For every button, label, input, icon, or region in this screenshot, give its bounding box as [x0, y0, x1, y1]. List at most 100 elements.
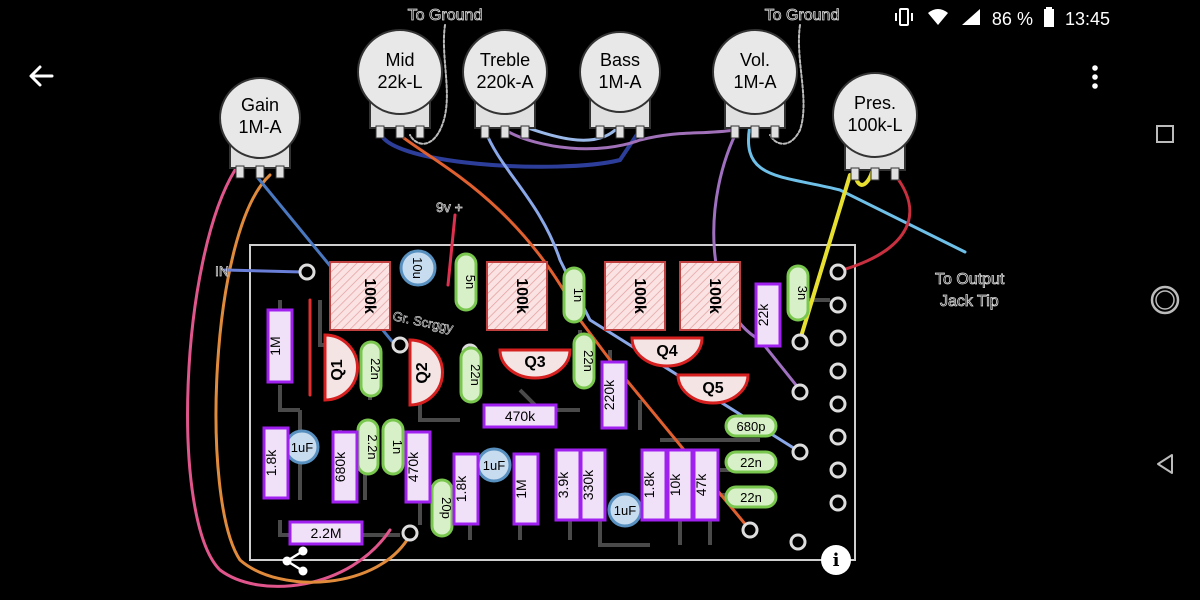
resistor-value: 22k	[755, 303, 771, 327]
pcb-pads	[298, 263, 847, 551]
trimmer-value: 100k	[631, 278, 648, 314]
cap-value: 20p	[439, 497, 454, 519]
ground-label-left: To Ground	[408, 7, 483, 24]
resistor-10k: 10k	[666, 448, 694, 522]
trimmer-value: 100k	[706, 278, 723, 314]
resistor-value: 1.8k	[641, 471, 657, 498]
pot-value-label: 1M-A	[733, 72, 776, 92]
transistor-q5: Q5	[676, 373, 750, 405]
film-cap-22n-q1: 22n	[359, 340, 383, 398]
resistor-value: 220k	[601, 379, 617, 410]
triangle-back-icon	[1157, 454, 1173, 474]
output-label-line2: Jack Tip	[940, 293, 999, 310]
film-cap-680p: 680p	[724, 414, 778, 438]
back-button[interactable]	[22, 58, 62, 94]
pot-name-label: Pres.	[854, 93, 896, 113]
ground-label-right: To Ground	[765, 7, 840, 24]
wifi-icon	[926, 7, 950, 32]
transistor-q2: Q2	[408, 338, 444, 407]
output-label-line1: To Output	[935, 271, 1005, 288]
resistor-value: 2.2M	[310, 525, 341, 541]
transistor-label: Q2	[414, 362, 431, 383]
resistor-470k-h: 470k	[482, 403, 558, 429]
battery-icon	[1043, 6, 1055, 32]
cap-10u-top: 10u	[399, 249, 437, 287]
transistor-label: Q5	[702, 380, 723, 397]
back-nav-button[interactable]	[1148, 447, 1182, 481]
cap-value: 22n	[740, 490, 762, 505]
pot-presence: Pres. 100k-L	[832, 72, 918, 181]
resistor-47k: 47k	[692, 448, 720, 522]
resistor-value: 680k	[332, 451, 348, 482]
film-cap-1n-top: 1n	[562, 266, 586, 324]
resistor-1-8k-c: 1.8k	[640, 448, 668, 522]
transistor-q3: Q3	[498, 348, 572, 380]
resistor-value: 470k	[405, 451, 421, 482]
film-cap-2-2n: 2.2n	[356, 418, 380, 476]
resistor-3-9k: 3.9k	[554, 448, 582, 522]
cap-1uf-b: 1uF	[476, 447, 512, 483]
pot-value-label: 220k-A	[476, 72, 533, 92]
info-button[interactable]: i	[821, 545, 851, 575]
pot-value-label: 22k-L	[377, 72, 422, 92]
resistor-value: 10k	[667, 473, 683, 497]
resistor-value: 3.9k	[555, 471, 571, 498]
share-icon	[282, 546, 308, 576]
transistor-q4: Q4	[630, 336, 704, 368]
ground-scraggy-label: Gr. Scrggy	[391, 308, 455, 336]
cap-value: 22n	[740, 455, 762, 470]
resistor-330k: 330k	[579, 448, 607, 522]
film-cap-20p: 20p	[430, 478, 454, 538]
resistor-1m: 1M	[266, 308, 294, 384]
resistor-470k-v: 470k	[404, 430, 432, 504]
pot-bass: Bass 1M-A	[579, 31, 661, 139]
pot-mid: Mid 22k-L	[357, 29, 443, 139]
pot-value-label: 1M-A	[598, 72, 641, 92]
pot-name-label: Treble	[480, 50, 530, 70]
cap-value: 1uF	[291, 440, 313, 455]
resistor-2-2m: 2.2M	[288, 520, 364, 546]
trimmer-value: 100k	[361, 278, 378, 314]
resistor-680k: 680k	[331, 430, 359, 504]
pot-volume: Vol. 1M-A	[712, 29, 798, 139]
arrow-left-icon	[29, 65, 54, 87]
transistor-label: Q1	[329, 359, 346, 380]
status-bar: 86 % 13:45	[892, 6, 1110, 32]
navigation-bar	[1130, 0, 1200, 600]
resistor-value: 470k	[505, 408, 536, 424]
share-button[interactable]	[278, 544, 312, 578]
recents-button[interactable]	[1148, 117, 1182, 151]
pot-name-label: Bass	[600, 50, 640, 70]
cap-value: 22n	[581, 350, 596, 372]
overflow-menu-button[interactable]	[1080, 60, 1110, 94]
pot-treble: Treble 220k-A	[462, 29, 548, 139]
pot-value-label: 1M-A	[238, 117, 281, 137]
supply-label: 9v +	[436, 199, 463, 215]
vibrate-icon	[892, 7, 916, 32]
film-cap-22n-r2: 22n	[724, 485, 778, 509]
film-cap-22n-q2: 22n	[459, 346, 483, 404]
pot-gain: Gain 1M-A	[219, 77, 301, 179]
transistor-q1: Q1	[323, 333, 359, 402]
cap-1uf-c: 1uF	[607, 492, 643, 528]
cap-value: 10u	[410, 257, 425, 279]
resistor-220k: 220k	[600, 360, 628, 430]
resistor-value: 1M	[513, 479, 529, 498]
trimmer-value: 100k	[513, 278, 530, 314]
battery-percent: 86 %	[991, 8, 1033, 29]
cap-value: 22n	[368, 358, 383, 380]
circle-icon	[1150, 285, 1180, 315]
pot-value-label: 100k-L	[847, 115, 902, 135]
cap-value: 22n	[468, 364, 483, 386]
film-cap-22n-r1: 22n	[724, 450, 778, 474]
input-label: IN	[215, 263, 229, 279]
cap-value: 3n	[795, 286, 810, 300]
cap-value: 2.2n	[365, 434, 380, 459]
home-button[interactable]	[1148, 283, 1182, 317]
film-cap-3n: 3n	[786, 264, 810, 322]
resistor-value: 1.8k	[263, 449, 279, 476]
resistor-1-8k-b: 1.8k	[452, 452, 480, 526]
film-cap-5n: 5n	[454, 252, 478, 312]
cap-value: 5n	[463, 275, 478, 289]
